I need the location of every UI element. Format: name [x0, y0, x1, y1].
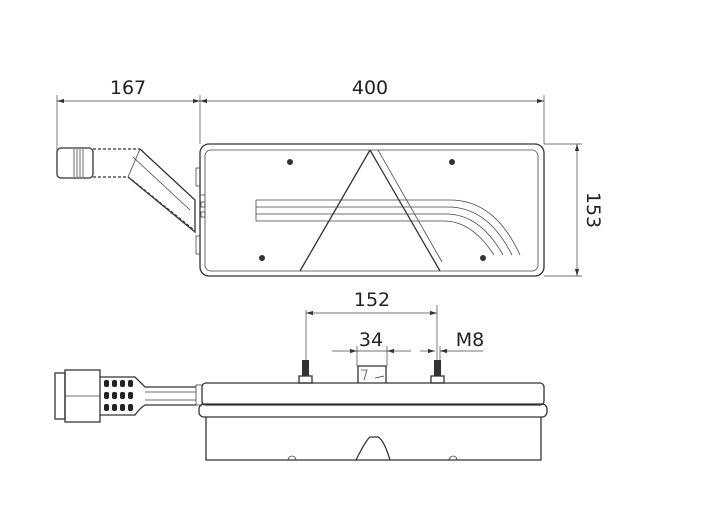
dimension-label: M8: [456, 329, 484, 351]
indicator-strip: [255, 199, 521, 256]
screw-icon: [287, 159, 293, 165]
dimension-stud-spacing: 152: [305, 289, 438, 362]
dimension-lamp-length: 400: [200, 77, 545, 144]
dimension-thread: M8: [420, 329, 484, 362]
lamp-side: [198, 382, 548, 461]
dimension-cable-length: 167: [56, 77, 201, 150]
dimension-label: 34: [359, 329, 383, 351]
side-connector: [54, 369, 203, 423]
mounting-stud: [430, 360, 445, 384]
front-view: 167 400 153: [56, 77, 604, 277]
dimension-lamp-height: 153: [544, 143, 604, 277]
reflector-triangle: [299, 149, 443, 272]
screw-icon: [449, 159, 455, 165]
dimension-label: 400: [352, 77, 388, 99]
dimension-label: 152: [354, 289, 390, 311]
screw-icon: [480, 255, 486, 261]
dimension-label: 167: [110, 77, 146, 99]
mounting-stud: [298, 360, 313, 384]
mounting-clip: [357, 365, 387, 383]
dimension-label: 153: [582, 192, 604, 228]
lamp-front: [199, 143, 545, 277]
cable-connector: [56, 147, 201, 255]
dimension-clip-width: 34: [332, 329, 411, 366]
side-view: 152 34 M8: [54, 289, 548, 461]
screw-icon: [259, 255, 265, 261]
